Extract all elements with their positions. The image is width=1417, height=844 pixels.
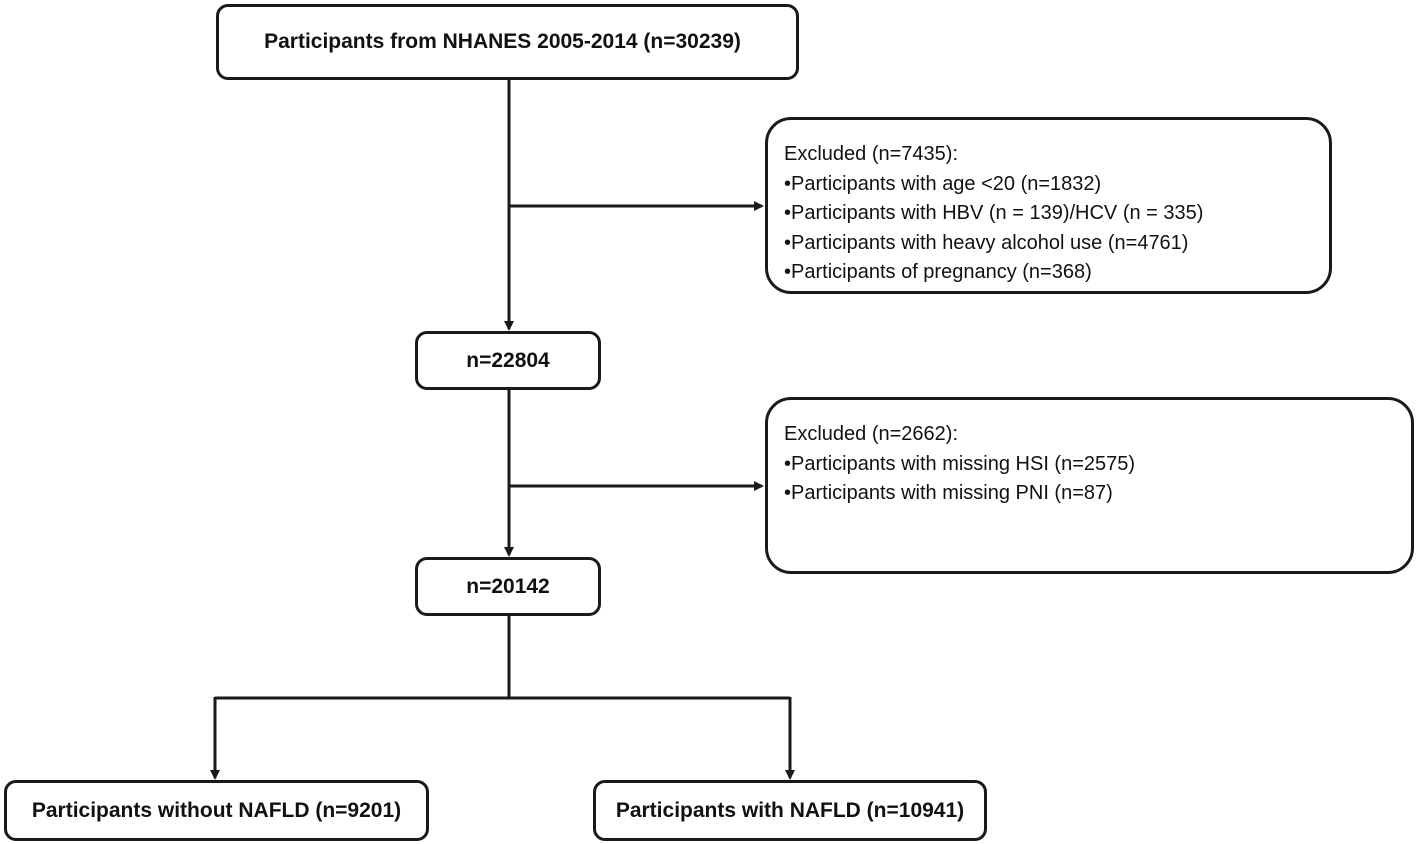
exclusion-box-2: Excluded (n=2662): Participants with mis… bbox=[765, 397, 1414, 574]
count-1-label: n=22804 bbox=[466, 348, 550, 372]
exclusion-box-1: Excluded (n=7435): Participants with age… bbox=[765, 117, 1332, 294]
count-box-2: n=20142 bbox=[415, 557, 601, 616]
exclusion-1-item: Participants with HBV (n = 139)/HCV (n =… bbox=[784, 199, 1329, 229]
source-population-label: Participants from NHANES 2005-2014 (n=30… bbox=[264, 30, 741, 53]
with-nafld-label: Participants with NAFLD (n=10941) bbox=[615, 798, 965, 822]
count-2-label: n=20142 bbox=[466, 574, 550, 598]
source-population-box: Participants from NHANES 2005-2014 (n=30… bbox=[216, 4, 799, 80]
exclusion-1-item: Participants of pregnancy (n=368) bbox=[784, 258, 1329, 288]
exclusion-1-item: Participants with heavy alcohol use (n=4… bbox=[784, 229, 1329, 259]
without-nafld-label: Participants without NAFLD (n=9201) bbox=[31, 798, 402, 822]
without-nafld-box: Participants without NAFLD (n=9201) bbox=[4, 780, 429, 841]
exclusion-2-title: Excluded (n=2662): bbox=[784, 423, 959, 445]
exclusion-2-item: Participants with missing HSI (n=2575) bbox=[784, 450, 1411, 480]
with-nafld-box: Participants with NAFLD (n=10941) bbox=[593, 780, 987, 841]
count-box-1: n=22804 bbox=[415, 331, 601, 390]
exclusion-1-item: Participants with age <20 (n=1832) bbox=[784, 170, 1329, 200]
exclusion-1-title: Excluded (n=7435): bbox=[784, 143, 959, 165]
exclusion-2-item: Participants with missing PNI (n=87) bbox=[784, 479, 1411, 509]
